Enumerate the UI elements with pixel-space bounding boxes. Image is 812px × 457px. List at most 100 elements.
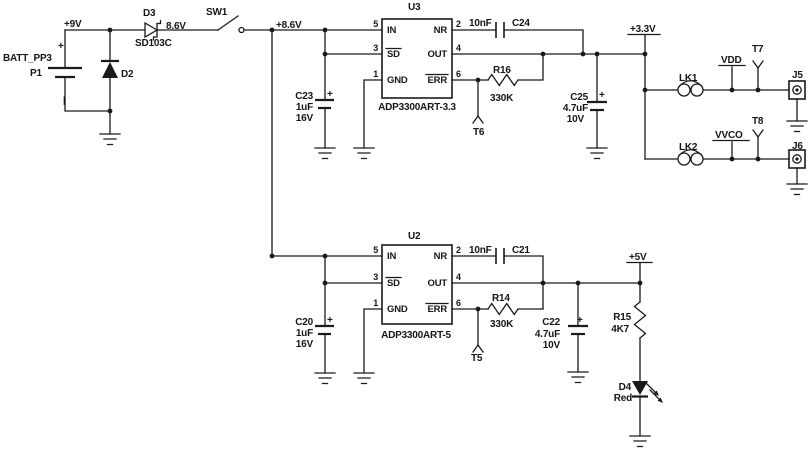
ground-symbol	[786, 183, 808, 196]
c22-rating-label: 10V	[543, 340, 561, 351]
u3-pinnum-3: 3	[373, 43, 378, 53]
battery-ref-label: P1	[30, 68, 42, 79]
c22-ref-label: C22	[542, 317, 560, 328]
u2-pin-sd: SD	[387, 278, 400, 289]
sw1-contact	[238, 26, 245, 34]
u2-body	[381, 244, 453, 325]
t5-fork	[472, 344, 484, 353]
lk1-jumper-arc	[679, 80, 702, 87]
c25-plus-mark: +	[599, 90, 605, 101]
wire-u2-gnd	[363, 308, 383, 374]
t8-label: T8	[752, 116, 764, 127]
u2-pin-nr: NR	[434, 251, 448, 262]
u3-part-label: ADP3300ART-3.3	[378, 102, 456, 113]
u3-pinnum-1: 1	[373, 69, 378, 79]
u3-pinnum-4: 4	[456, 43, 461, 53]
r16-zigzag	[487, 53, 544, 87]
c21-plates	[495, 248, 505, 264]
u3-pin-gnd: GND	[387, 75, 408, 86]
ground-symbol	[353, 147, 375, 160]
c25-ref-label: C25	[570, 92, 588, 103]
c22-value-label: 4.7uF	[535, 329, 560, 340]
t5-label: T5	[471, 353, 483, 364]
j6-ref-label: J6	[792, 141, 803, 152]
net-label-5v: +5V	[629, 252, 647, 263]
r15-ref-label: R15	[613, 312, 631, 323]
u2-part-label: ADP3300ART-5	[381, 330, 451, 341]
d4-emission-arrowhead-1	[653, 390, 659, 396]
u3-pin-out: OUT	[428, 49, 448, 60]
res-r15: R15 4K7	[611, 301, 647, 339]
r14-zigzag	[487, 302, 544, 316]
cap-c21: 10nF C21	[451, 245, 544, 310]
d4-emission-arrow-1	[645, 382, 657, 394]
lk1-terminal-right	[690, 83, 704, 97]
cap-c23: C23 1uF 16V +	[295, 29, 383, 160]
ground-symbol	[586, 147, 608, 160]
c20-rating-label: 16V	[296, 339, 314, 350]
net-vvco: VVCO	[712, 130, 750, 160]
regulator-u2: U2 ADP3300ART-5 IN SD GND NR OUT ERR 5 3…	[373, 231, 461, 341]
testpoint-t7: T7	[752, 44, 764, 91]
sw1-lever	[217, 15, 239, 31]
c24-ref-label: C24	[512, 18, 530, 29]
link-lk1: LK1	[644, 73, 790, 97]
switch-sw1: SW1	[206, 7, 245, 34]
r14-ref-label: R14	[492, 293, 510, 304]
ground-symbol	[99, 133, 121, 146]
battery-section: BATT_PP3 P1 + | +9V	[3, 19, 121, 146]
ground-symbol	[629, 435, 651, 448]
link-lk2: LK2	[644, 142, 790, 166]
u2-ref-label: U2	[408, 231, 421, 242]
d2-ref-label: D2	[121, 69, 134, 80]
battery-name-label: BATT_PP3	[3, 53, 52, 64]
u3-pinnum-6: 6	[456, 69, 461, 79]
c24-plates	[495, 22, 505, 38]
d4-ref-label: D4	[619, 382, 632, 393]
lk1-terminal-left	[677, 83, 691, 97]
u2-pinnum-5: 5	[373, 245, 378, 255]
testpoint-t6: T6	[472, 79, 485, 138]
d4-led-triangle	[632, 381, 648, 395]
ground-symbol	[786, 120, 808, 133]
u2-pinnum-2: 2	[456, 245, 461, 255]
wire-u3-gnd	[363, 79, 383, 149]
lk2-ref-label: LK2	[679, 142, 698, 153]
net-label-9v: +9V	[64, 19, 82, 30]
battery-plus-mark: +	[58, 41, 64, 52]
c23-plus-mark: +	[327, 89, 333, 100]
net-vdd: VDD	[718, 55, 746, 91]
u2-pin-err: ERR	[428, 304, 448, 315]
testpoint-t8: T8	[752, 116, 764, 160]
ground-symbol	[314, 147, 336, 160]
lk2-terminal-right	[690, 152, 704, 166]
res-r16: R16 330K	[451, 53, 544, 104]
c25-value-label: 4.7uF	[563, 103, 588, 114]
u3-pinnum-2: 2	[456, 19, 461, 29]
d3-ref-label: D3	[143, 8, 156, 19]
lk2-jumper-arc	[679, 149, 702, 156]
d3-part-label: SD103C	[135, 38, 172, 49]
net-label-3v3: +3.3V	[630, 24, 656, 35]
u3-pin-sd: SD	[387, 49, 400, 60]
d4-color-label: Red	[614, 393, 632, 404]
t6-label: T6	[473, 127, 485, 138]
connector-j5: J5	[786, 70, 808, 133]
u2-pin-in: IN	[387, 251, 396, 262]
j5-pin-center	[795, 88, 799, 92]
u3-pin-nr: NR	[434, 25, 448, 36]
c20-ref-label: C20	[295, 317, 313, 328]
cap-c24: 10nF C24	[451, 18, 584, 55]
net-5v: +5V	[626, 252, 653, 303]
t8-fork	[752, 129, 764, 138]
c20-plus-mark: +	[327, 315, 333, 326]
net-label-8v6: +8.6V	[276, 20, 302, 31]
wire-u2-sd	[324, 255, 383, 374]
j5-ref-label: J5	[792, 70, 803, 81]
u3-ref-label: U3	[408, 2, 421, 13]
d3-schottky-bar	[152, 19, 162, 41]
u3-body	[381, 18, 453, 99]
u2-pinnum-3: 3	[373, 272, 378, 282]
ground-symbol	[353, 372, 375, 385]
